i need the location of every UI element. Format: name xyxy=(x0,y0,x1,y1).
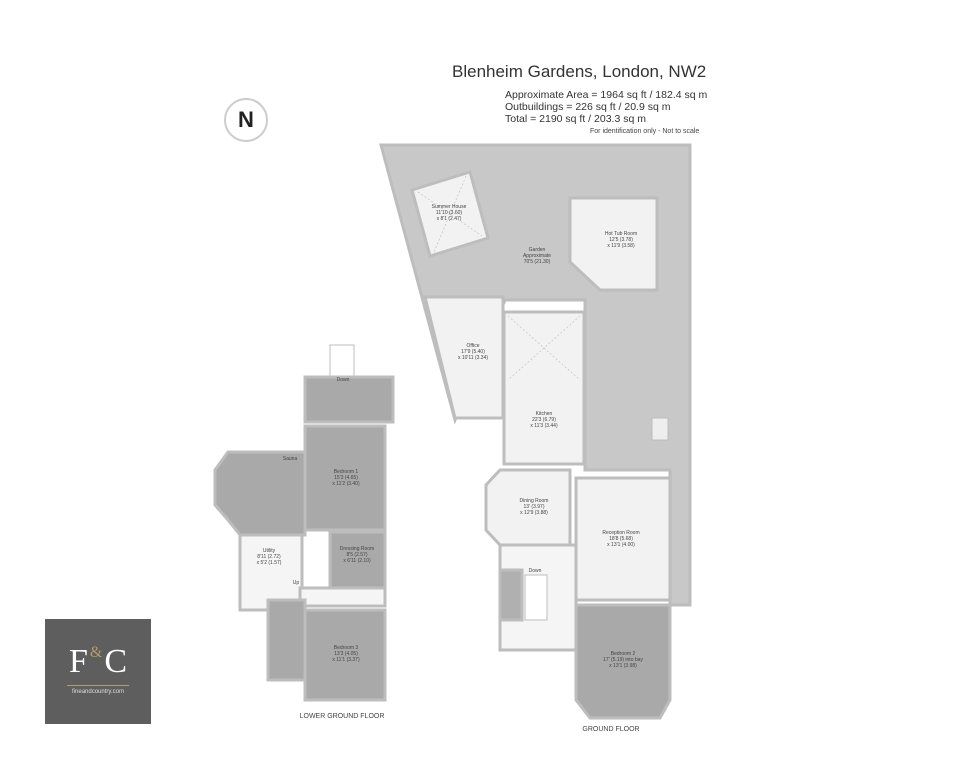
logo-letter-c: C xyxy=(104,643,128,680)
approx-area: Approximate Area = 1964 sq ft / 182.4 sq… xyxy=(505,89,708,101)
kitchen xyxy=(502,310,586,466)
lower-stairs xyxy=(329,344,355,378)
fine-and-country-logo: F & C fineandcountry.com xyxy=(45,619,151,724)
up-label: Up xyxy=(292,580,300,586)
garden-steps xyxy=(651,417,669,441)
total-area: Total = 2190 sq ft / 203.3 sq m xyxy=(505,113,646,125)
utility xyxy=(238,533,304,612)
bedroom-1 xyxy=(303,424,387,532)
ground-wc xyxy=(498,568,524,622)
logo-mark: F & C xyxy=(45,643,151,681)
bath-sauna xyxy=(213,450,307,537)
ground-stairs xyxy=(524,574,548,621)
lower-patio xyxy=(303,375,395,424)
hot-tub-room xyxy=(568,196,659,292)
logo-ampersand: & xyxy=(89,644,103,661)
lower-hall xyxy=(298,586,387,608)
logo-divider xyxy=(67,685,129,686)
logo-url: fineandcountry.com xyxy=(72,689,124,695)
reception-room xyxy=(574,476,672,602)
disclaimer: For identification only - Not to scale xyxy=(590,128,700,135)
roof-light-lines xyxy=(417,175,581,381)
north-compass-icon: N xyxy=(224,98,268,142)
ground-floor-label: GROUND FLOOR xyxy=(582,726,640,733)
lower-bathroom xyxy=(266,598,307,682)
sauna-label: Sauna xyxy=(282,456,298,462)
down-label-ground: Down xyxy=(528,568,542,574)
logo-letter-f: F xyxy=(68,643,88,680)
bedroom-3 xyxy=(303,608,387,702)
lower-ground-floor-label: LOWER GROUND FLOOR xyxy=(299,713,385,720)
property-title: Blenheim Gardens, London, NW2 xyxy=(452,62,707,81)
bedroom-2 xyxy=(574,603,672,720)
down-label-lower: Down xyxy=(336,377,350,383)
dressing-room xyxy=(328,530,387,590)
compass-label: N xyxy=(238,107,254,132)
outbuildings-area: Outbuildings = 226 sq ft / 20.9 sq m xyxy=(505,101,671,113)
